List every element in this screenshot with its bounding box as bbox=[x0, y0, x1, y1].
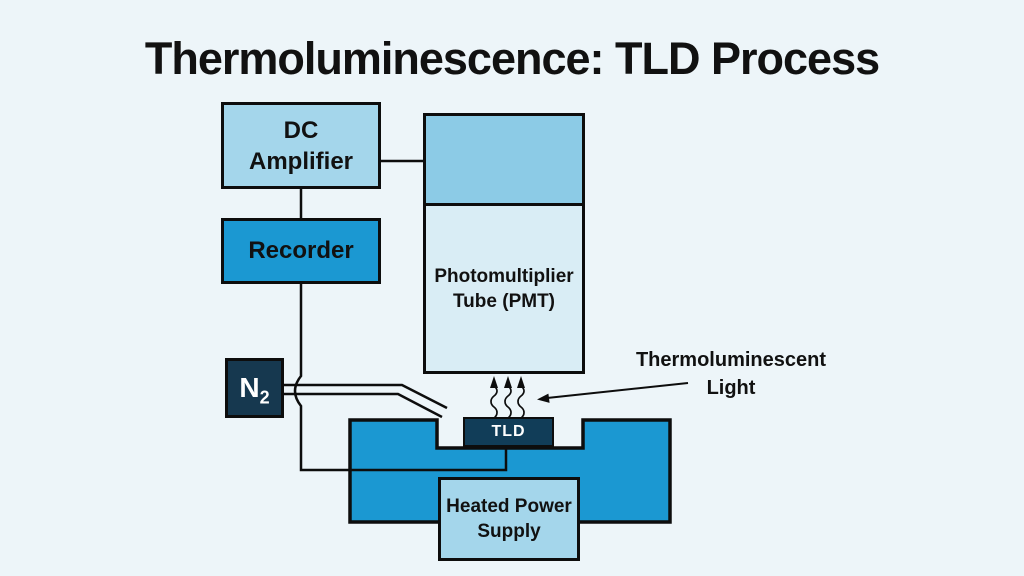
tld-label: TLD bbox=[491, 423, 526, 440]
photon-wavy-arrow-icon bbox=[504, 376, 512, 419]
pmt-body-section: Photomultiplier Tube (PMT) bbox=[426, 206, 582, 371]
nitrogen-label: N2 bbox=[239, 372, 270, 408]
photomultiplier-tube-box: Photomultiplier Tube (PMT) bbox=[423, 113, 585, 374]
dc-amplifier-label: DC Amplifier bbox=[248, 116, 353, 175]
nitrogen-box: N2 bbox=[225, 358, 284, 418]
recorder-box: Recorder bbox=[221, 218, 381, 284]
heated-power-supply-label: Heated Power Supply bbox=[446, 496, 572, 542]
n2-tube-line-bottom bbox=[284, 392, 443, 419]
light-leader-arrow bbox=[537, 382, 689, 403]
page-title: Thermoluminescence: TLD Process bbox=[144, 33, 880, 84]
dc-amplifier-box: DC Amplifier bbox=[221, 102, 381, 189]
photon-wavy-arrow-icon bbox=[490, 376, 498, 419]
recorder-label: Recorder bbox=[248, 237, 354, 264]
thermoluminescent-light-label: Thermoluminescent Light bbox=[635, 349, 827, 399]
heated-power-supply-box: Heated Power Supply bbox=[438, 477, 580, 561]
tld-chip-box: TLD bbox=[463, 417, 554, 447]
wire-recorder-to-tld bbox=[293, 283, 508, 472]
photon-wavy-arrow-icon bbox=[517, 376, 525, 419]
pmt-label: Photomultiplier Tube (PMT) bbox=[434, 265, 574, 312]
pmt-window-section bbox=[426, 116, 582, 206]
n2-tube-line-top bbox=[284, 383, 448, 410]
